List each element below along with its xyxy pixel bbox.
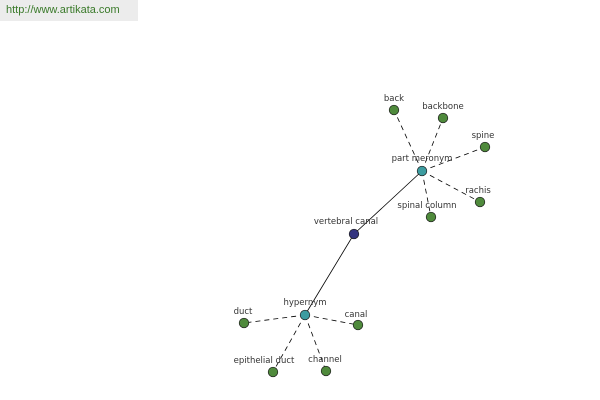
leaf-label-duct: duct [234, 307, 253, 317]
leaf-node-epithelial-duct[interactable] [267, 366, 279, 378]
leaf-label-channel: channel [308, 355, 342, 365]
edge-hypernym-to-center [304, 233, 355, 316]
url-banner: http://www.artikata.com [0, 0, 138, 21]
leaf-node-back[interactable] [388, 104, 400, 116]
center-node-label: vertebral canal [314, 217, 378, 227]
site-url-link[interactable]: http://www.artikata.com [6, 4, 120, 16]
leaf-node-rachis[interactable] [474, 196, 486, 208]
center-node[interactable] [348, 228, 360, 240]
edge-part-meronym-spinal-column [421, 170, 432, 218]
leaf-node-canal[interactable] [352, 319, 364, 331]
relation-node-part-meronym[interactable] [416, 165, 428, 177]
edge-hypernym-duct [243, 314, 306, 324]
graph-edges [243, 109, 486, 373]
edge-hypernym-channel [304, 314, 327, 372]
leaf-label-back: back [384, 94, 404, 104]
graph-nodes: vertebral canal part meronym back backbone s… [234, 94, 495, 378]
leaf-node-spinal-column[interactable] [425, 211, 437, 223]
edge-part-meronym-spine [421, 146, 486, 172]
leaf-label-rachis: rachis [465, 186, 491, 196]
relation-node-hypernym[interactable] [299, 309, 311, 321]
edge-part-meronym-back [393, 109, 423, 172]
leaf-label-epithelial-duct: epithelial duct [234, 356, 295, 366]
relation-label-part-meronym: part meronym [392, 154, 453, 164]
edge-part-meronym-to-center [353, 170, 423, 235]
edge-part-meronym-backbone [421, 117, 444, 172]
leaf-node-channel[interactable] [320, 365, 332, 377]
leaf-label-spinal-column: spinal column [397, 201, 456, 211]
relation-label-hypernym: hypernym [283, 298, 326, 308]
edge-part-meronym-rachis [421, 170, 481, 203]
leaf-label-backbone: backbone [422, 102, 463, 112]
leaf-label-canal: canal [345, 310, 368, 320]
leaf-node-spine[interactable] [479, 141, 491, 153]
leaf-node-backbone[interactable] [437, 112, 449, 124]
edge-hypernym-epithelial-duct [272, 314, 306, 373]
leaf-label-spine: spine [472, 131, 495, 141]
leaf-node-duct[interactable] [238, 317, 250, 329]
